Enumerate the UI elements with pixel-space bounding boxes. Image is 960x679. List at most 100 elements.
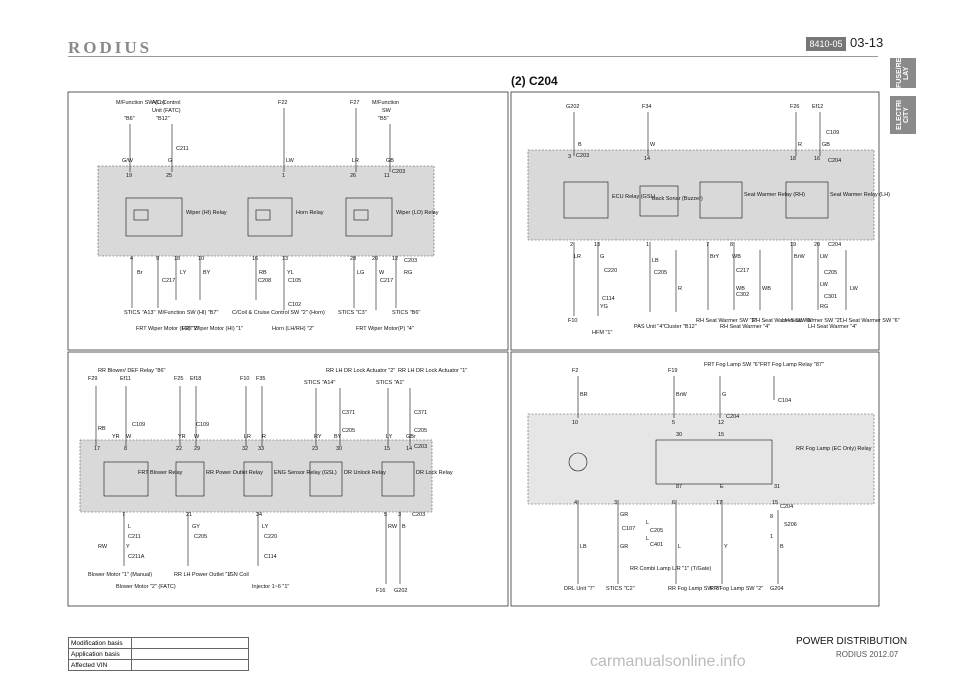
panel-top-right-frame <box>510 91 880 351</box>
tr-bottom-lh-sw6: LH Seat Warmer SW "6" <box>840 318 900 324</box>
bl-pin-5: 5 <box>384 512 387 518</box>
bl-label-f35: F35 <box>256 376 265 382</box>
tl-pin-13: 13 <box>282 256 288 262</box>
br-bottom-g204: G204 <box>770 586 783 592</box>
br-wire-l3: L <box>678 544 681 550</box>
bl-conn-c371a: C371 <box>342 410 355 416</box>
tl-pin-28: 28 <box>350 256 356 262</box>
tr-conn-c109: C109 <box>826 130 839 136</box>
br-pin-4: 4 <box>574 500 577 506</box>
tr-relay-back-sonar: Back Sonar (Buzzer) <box>652 196 703 202</box>
bl-conn-c371b: C371 <box>414 410 427 416</box>
panel-tl: M/Function SW (Lo) "B6" A/C Control Unit… <box>116 100 439 332</box>
tl-pin-11: 11 <box>384 173 390 179</box>
br-pin-5: 5 <box>672 420 675 426</box>
tl-wire-lw: LW <box>286 158 295 164</box>
info-label: Application basis <box>68 648 132 660</box>
tl-conn-c217a: C217 <box>162 278 175 284</box>
tr-wire-r2: R <box>678 286 682 292</box>
tl-relay-horn: Horn Relay <box>296 210 324 216</box>
bl-bottom-f16: F16 <box>376 588 385 594</box>
tl-bottom-stics-c3: STICS "C3" <box>338 310 367 316</box>
br-bottom-stics-c2: STICS "C2" <box>606 586 635 592</box>
tr-conn-c204b: C204 <box>828 242 841 248</box>
tr-wire-lw2: LW <box>820 282 829 288</box>
tr-pin-8: 8 <box>730 242 733 248</box>
br-pin-1: 1 <box>770 534 773 540</box>
tr-wire-g: G <box>600 254 604 260</box>
tr-conn-c203: C203 <box>576 153 589 159</box>
tl-label-mfunc-lo: M/Function SW (Lo) <box>116 100 165 106</box>
bl-pin-7: 7 <box>122 512 125 518</box>
br-pin-6: 6 <box>672 500 675 506</box>
bl-wire-yr2: YR <box>178 434 186 440</box>
bl-conn-c109b: C109 <box>196 422 209 428</box>
header-divider <box>68 56 878 57</box>
br-pin-87: 87 <box>676 484 682 490</box>
bl-wire-l: L <box>128 524 131 530</box>
bl-bottom-blower-fatc: Blower Motor "2" (FATC) <box>116 584 176 590</box>
tl-label-mfunc: M/Function <box>372 100 399 106</box>
tl-pin-26: 26 <box>350 173 356 179</box>
panel-bottom-right-frame <box>510 351 880 607</box>
tl-wire-rb: RB <box>259 270 267 276</box>
tl-pin-10: 10 <box>198 256 204 262</box>
tl-label-fatc: Unit (FATC) <box>152 108 181 114</box>
tl-label-f22: F22 <box>278 100 287 106</box>
tr-conn-c204: C204 <box>828 158 841 164</box>
bl-wire-r: R <box>262 434 266 440</box>
bl-wire-gy: GY <box>192 524 200 530</box>
tl-wire-lg: LG <box>357 270 364 276</box>
bl-pin-23: 23 <box>312 446 318 452</box>
br-wire-l2: L <box>646 536 649 542</box>
bl-pin-33: 33 <box>258 446 264 452</box>
bl-pin-8: 8 <box>124 446 127 452</box>
fusebox-area-br <box>527 413 875 505</box>
tr-pin-14: 14 <box>644 156 650 162</box>
br-conn-c401: C401 <box>650 542 663 548</box>
bl-pin-14: 14 <box>406 446 412 452</box>
br-conn-s206: S206 <box>784 522 797 528</box>
tr-relay-seat-lh: Seat Warmer Relay (LH) <box>830 192 890 198</box>
tr-bottom-lh-warmer4: LH Seat Warmer "4" <box>808 324 857 330</box>
bl-wire-w: W <box>126 434 132 440</box>
br-wire-g: G <box>722 392 726 398</box>
tl-bottom-stics-a13: STICS "A13" <box>124 310 155 316</box>
info-value <box>131 648 249 660</box>
bl-bottom-ign-coil: IGN Coil <box>228 572 249 578</box>
bl-relay-dr-unlock: DR Unlock Relay <box>344 470 386 476</box>
section-title: (2) C204 <box>511 74 558 88</box>
tl-relay-wiper-lo: Wiper (LO) Relay <box>396 210 439 216</box>
tr-conn-c205b: C205 <box>824 270 837 276</box>
tl-wire-ly: LY <box>180 270 187 276</box>
tl-conn-c203b: C203 <box>404 258 417 264</box>
tr-pin-1: 1 <box>646 242 649 248</box>
bl-wire-ly: LY <box>386 434 393 440</box>
fusebox-area-bl <box>79 439 433 513</box>
br-pin-3: 3 <box>614 500 617 506</box>
tr-bottom-rh-warmer4: RH Seat Warmer "4" <box>720 324 770 330</box>
tr-wire-lw: LW <box>820 254 829 260</box>
footer-title: POWER DISTRIBUTION <box>796 636 908 647</box>
tl-conn-c105: C105 <box>288 278 301 284</box>
tr-wire-gb: GB <box>822 142 830 148</box>
bl-label-stics-a14: STICS "A14" <box>304 380 335 386</box>
bl-wire-y: Y <box>126 544 130 550</box>
tr-pin-19: 19 <box>790 242 796 248</box>
revision-info-table: Modification basis Application basis Aff… <box>68 637 249 671</box>
bl-pin-29: 29 <box>194 446 200 452</box>
tr-wire-lr: LR <box>574 254 581 260</box>
tr-relay-seat-rh: Seat Warmer Relay (RH) <box>744 192 805 198</box>
br-bottom-drl: DRL Unit "7" <box>564 586 595 592</box>
tr-pin-3: 3 <box>568 154 571 160</box>
tr-wire-lw3: LW <box>850 286 859 292</box>
tr-conn-c217: C217 <box>736 268 749 274</box>
bl-wire-lr: LR <box>244 434 251 440</box>
bl-label-rr-blower: RR Blower/ DEF Relay "86" <box>98 368 166 374</box>
tl-bottom-wiper-lo: FRT Wiper Motor (LO) "2" <box>136 326 199 332</box>
tl-conn-c102: C102 <box>288 302 301 308</box>
bl-wire-ly2: LY <box>262 524 269 530</box>
tr-conn-c302: C302 <box>736 292 749 298</box>
br-pin-15b: 15 <box>772 500 778 506</box>
